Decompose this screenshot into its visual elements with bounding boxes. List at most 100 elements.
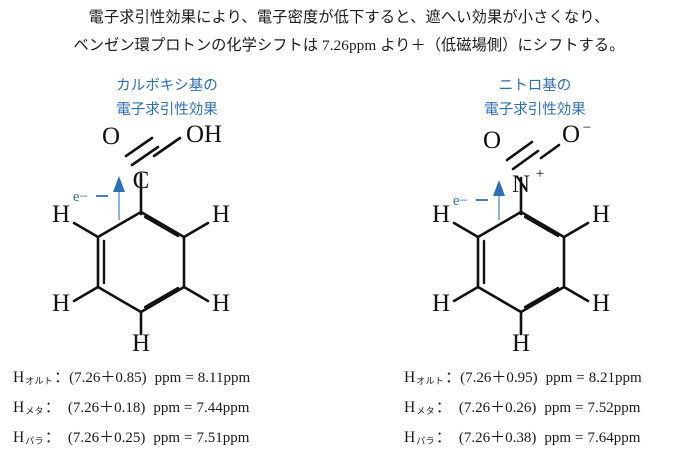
ring-double-bond-lower-right [523,286,560,309]
shift-position: パラ [25,435,44,446]
ring-hydrogen-ortho-right: H [212,201,230,228]
nitro-nitrogen-label: N [512,171,530,198]
ring-hydrogen-ortho-left: H [432,201,450,228]
shift-value-row-meta: Hメタ：(7.26＋0.26)ppm=7.52ppm [404,393,642,423]
nitro-single-bond [539,143,561,160]
electron-arrow-label: e− [73,189,88,205]
shift-result: 7.44ppm [196,400,250,416]
nitro-double-bond-line-b [511,149,540,171]
shift-element: H [404,429,416,446]
nitro-oxygen-single-label: O [562,121,580,148]
shift-result: 7.51ppm [196,430,250,446]
shift-expression: (7.26＋0.26) [458,400,537,416]
ring-bond-h-ortho-left [72,221,100,239]
ring-hydrogen-para: H [132,330,150,352]
right-structure-label-line-2: 電子求引性効果 [484,102,586,118]
explanation-line-2: ベンゼン環プロトンの化学シフトは 7.26ppm より＋（低磁場側）にシフトする… [73,37,625,54]
shift-element: H [404,399,416,416]
shift-equals: = [185,370,194,386]
electron-arrow-head [493,180,505,196]
ring-hydrogen-meta-right: H [212,290,230,317]
benzoic-acid-structure: O OH C H H H H H e− [28,112,308,352]
ring-bond-h-ortho-left [452,221,480,239]
explanation-line-1: 電子求引性効果により、電子密度が低下すると、遮へい効果が小さくなり、 [88,9,610,26]
left-structure-label: カルボキシ基の 電子求引性効果 [52,74,282,122]
right-structure-label: ニトロ基の 電子求引性効果 [420,74,650,122]
nitro-nitrogen-positive-charge: + [536,166,544,182]
carboxyl-hydroxyl-label: OH [186,121,222,148]
ring-bond-h-meta-left [452,285,480,303]
nitro-double-bond-line-a [505,140,534,162]
shift-result: 8.11ppm [197,370,251,386]
shift-equals: = [184,400,193,416]
left-structure-label-line-2: 電子求引性効果 [116,102,218,118]
shift-unit: ppm [545,370,573,386]
ring-bond-h-meta-right [562,285,590,303]
shift-element: H [13,369,25,386]
shift-result: 8.21ppm [588,370,642,386]
shift-expression: (7.26＋0.85) [69,370,147,386]
electron-flow-arrow: e− [73,176,125,220]
shift-colon: ： [44,400,60,416]
ring-bond-h-meta-left [72,285,100,303]
shift-equals: = [575,430,584,446]
shift-value-row-para: Hパラ： (7.26＋0.25) ppm=7.51ppm [13,423,250,453]
carboxyl-double-bond-line-a [124,136,154,158]
carboxyl-carbon-label: C [133,167,150,194]
ring-hydrogen-meta-right: H [592,290,610,317]
right-shift-values: Hオルト：(7.26＋0.95)ppm=8.21ppm Hメタ：(7.26＋0.… [404,363,642,453]
shift-expression: (7.26＋0.95) [460,370,538,386]
ring-bond-h-ortho-right [562,221,590,239]
shift-result: 7.64ppm [587,430,641,446]
ring-hydrogen-meta-left: H [52,290,70,317]
shift-position: オルト [416,375,445,386]
benzene-ring-hexagon [96,210,186,314]
shift-expression: (7.26＋0.18) [67,400,146,416]
shift-expression: (7.26＋0.25) [67,430,146,446]
benzene-ring-hexagon [476,210,566,314]
shift-expression: (7.26＋0.38) [458,430,537,446]
nitro-oxygen-double-label: O [483,127,501,154]
nitrobenzene-structure: O O − N + H H H H H e− [408,112,688,352]
carboxyl-hydroxyl-bond [152,136,182,158]
shift-element: H [404,369,416,386]
shift-value-row-para: Hパラ：(7.26＋0.38)ppm=7.64ppm [404,423,642,453]
nitro-oxygen-negative-charge: − [583,120,591,136]
shift-element: H [13,399,25,416]
shift-equals: = [184,430,193,446]
shift-value-row-meta: Hメタ： (7.26＋0.18) ppm=7.44ppm [13,393,250,423]
shift-colon: ： [44,430,60,446]
ring-double-bond-upper-right [143,215,180,238]
carboxyl-double-bond-line-b [130,145,160,167]
shift-position: メタ [416,405,435,416]
shift-unit: ppm [544,430,571,446]
shift-position: オルト [25,375,54,386]
shift-unit: ppm [153,430,180,446]
shift-value-row-ortho: Hオルト：(7.26＋0.85) ppm=8.11ppm [13,363,250,393]
shift-value-row-ortho: Hオルト：(7.26＋0.95) ppm=8.21ppm [404,363,642,393]
shift-colon: ： [445,370,461,386]
ring-bond-h-meta-right [182,285,210,303]
shift-colon: ： [435,430,451,446]
explanation-text: 電子求引性効果により、電子密度が低下すると、遮へい効果が小さくなり、 ベンゼン環… [0,4,698,60]
ring-hydrogen-ortho-right: H [592,201,610,228]
shift-colon: ： [435,400,451,416]
shift-result: 7.52ppm [587,400,641,416]
shift-element: H [13,429,25,446]
shift-equals: = [576,370,585,386]
ring-bond-h-ortho-right [182,221,210,239]
electron-arrow-label: e− [453,193,468,209]
ring-double-bond-lower-right [143,286,180,309]
ring-hydrogen-ortho-left: H [52,201,70,228]
shift-unit: ppm [153,400,180,416]
carboxyl-oxygen-label: O [102,123,120,150]
shift-unit: ppm [154,370,182,386]
shift-unit: ppm [544,400,571,416]
ring-hydrogen-para: H [512,330,530,352]
shift-position: メタ [25,405,44,416]
electron-flow-arrow: e− [453,180,505,220]
right-structure-label-line-1: ニトロ基の [498,78,572,94]
left-structure-label-line-1: カルボキシ基の [116,78,218,94]
shift-colon: ： [54,370,70,386]
